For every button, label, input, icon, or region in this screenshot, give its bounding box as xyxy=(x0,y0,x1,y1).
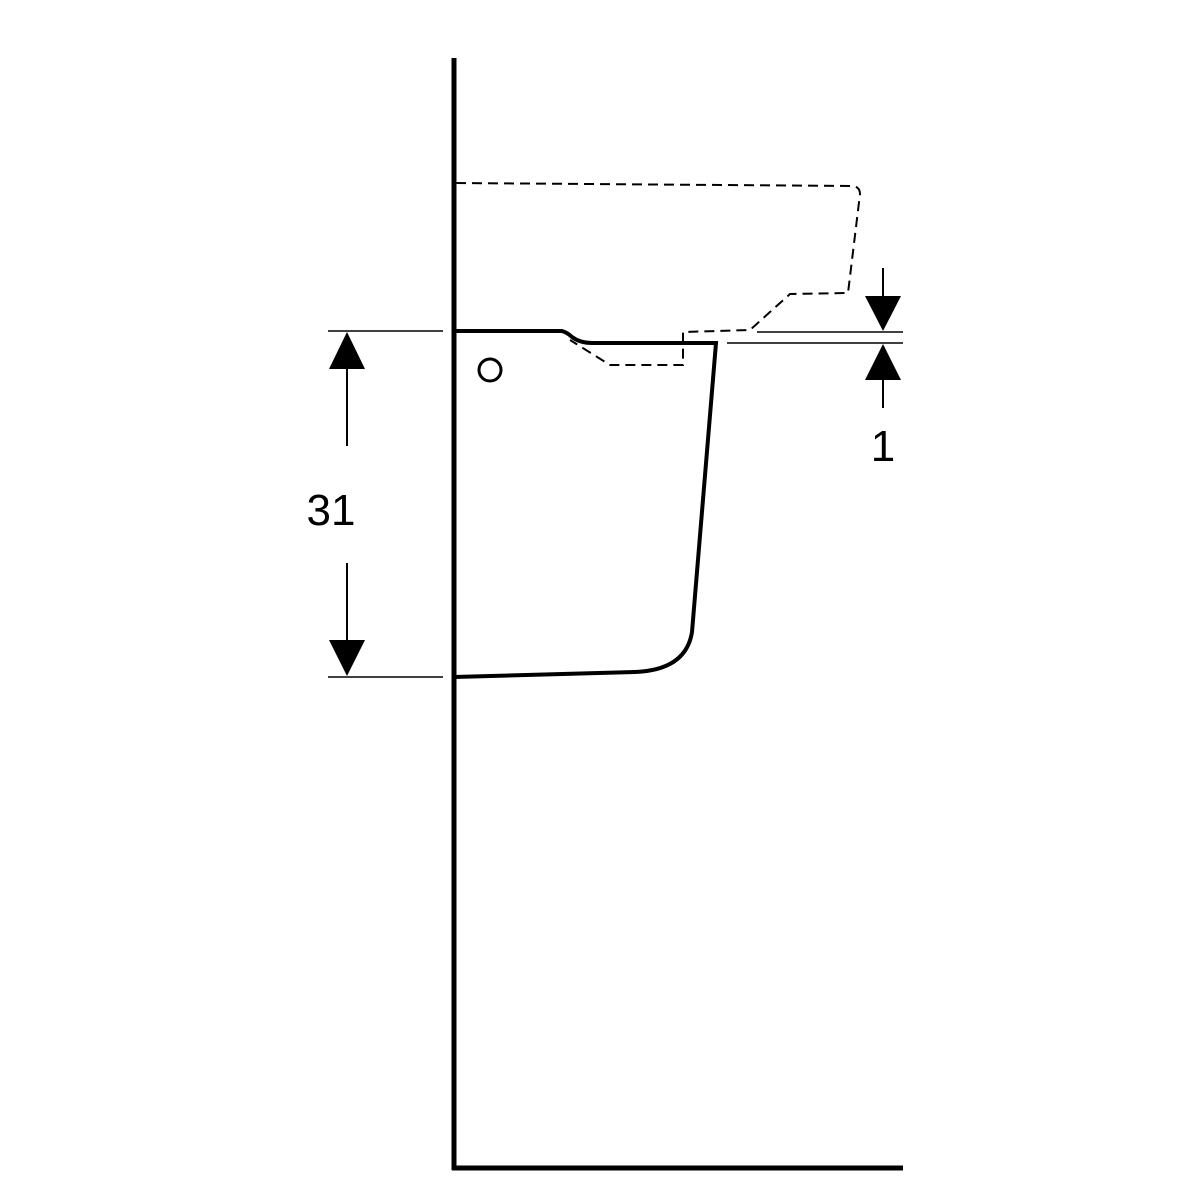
offset-dimension: 1 xyxy=(727,268,903,471)
height-dimension: 31 xyxy=(307,330,443,678)
arrow-down-icon xyxy=(329,640,365,676)
arrow-down-icon xyxy=(865,296,901,331)
siphon-cover-outline xyxy=(453,329,719,679)
mounting-hole-icon xyxy=(477,357,503,383)
offset-dimension-label: 1 xyxy=(871,422,895,471)
arrow-up-icon xyxy=(329,332,365,369)
arrow-up-icon xyxy=(865,344,901,380)
height-dimension-label: 31 xyxy=(307,486,356,535)
washbasin-outline-dashed xyxy=(455,182,862,366)
